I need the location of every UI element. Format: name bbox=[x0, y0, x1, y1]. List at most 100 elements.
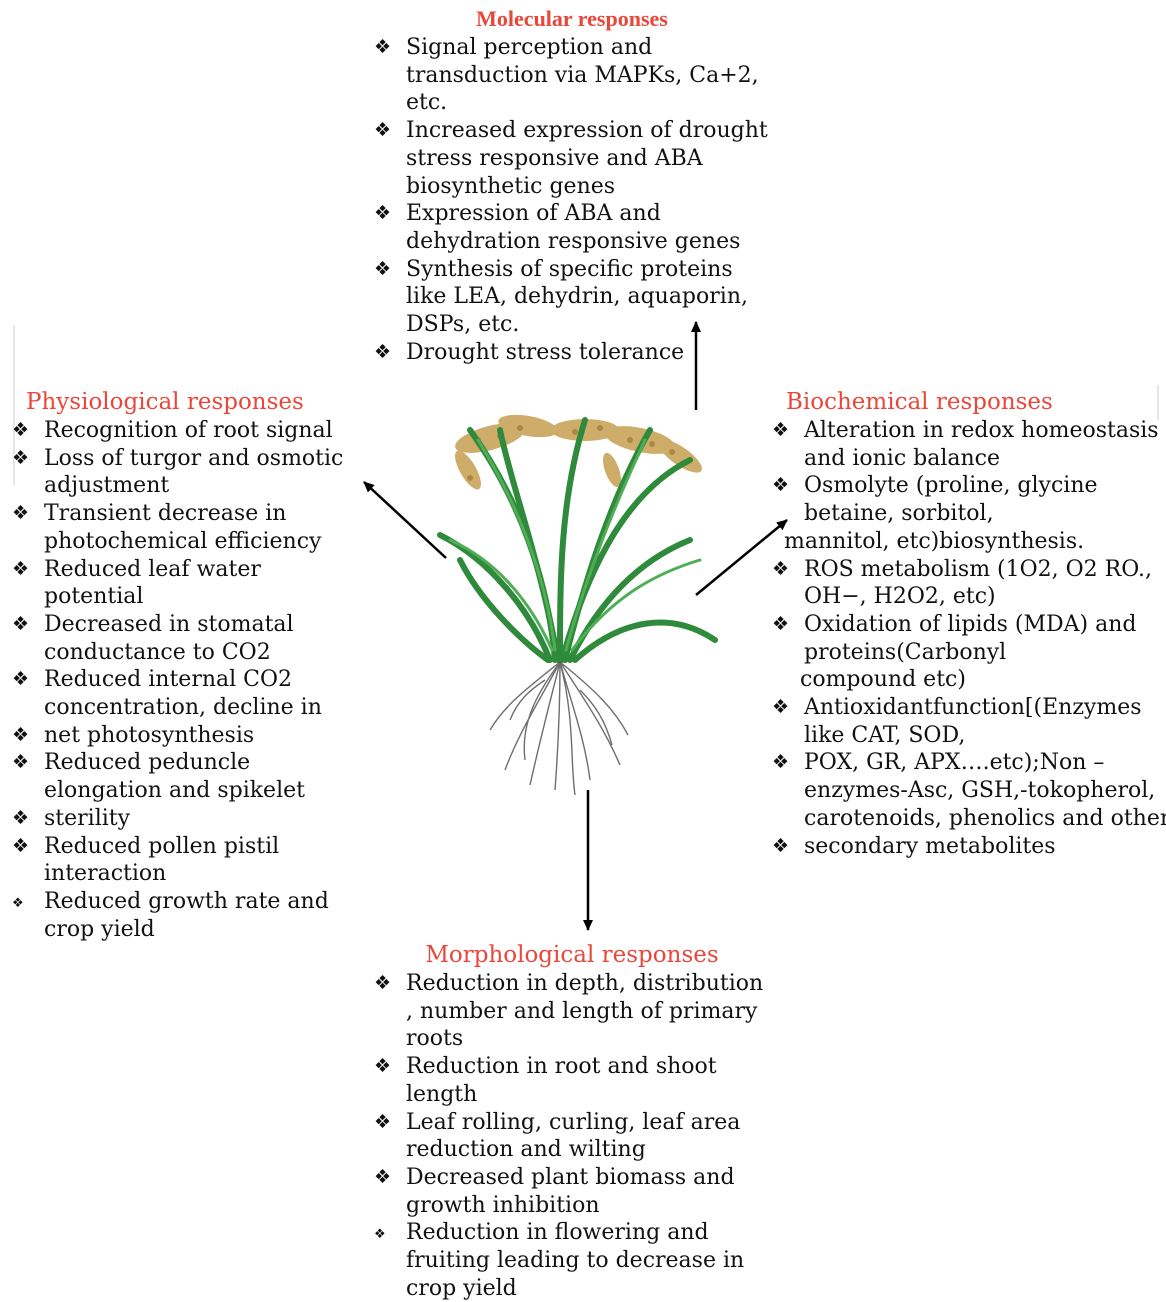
physiological-list: ❖Recognition of root signal ❖Loss of tur… bbox=[10, 417, 360, 943]
list-item: ❖Reduction in depth, distribution bbox=[374, 971, 764, 996]
list-item: ❖Synthesis of specific proteins bbox=[374, 256, 733, 282]
bullet-icon: ❖ bbox=[12, 834, 30, 857]
list-item: ❖Osmolyte (proline, glycine bbox=[772, 473, 1098, 499]
list-item: biosynthetic genes bbox=[406, 173, 616, 199]
bullet-icon: ❖ bbox=[12, 612, 30, 635]
list-item: ❖POX, GR, APX….etc);Non – bbox=[772, 750, 1105, 776]
list-item: stress responsive and ABA bbox=[406, 145, 703, 171]
list-item: mannitol, etc)biosynthesis. bbox=[784, 528, 1085, 554]
bullet-icon: ❖ bbox=[374, 119, 392, 142]
bullet-icon: ❖ bbox=[12, 446, 30, 469]
list-item: like LEA, dehydrin, aquaporin, bbox=[406, 284, 748, 310]
list-item: etc. bbox=[406, 90, 448, 116]
list-item: photochemical efficiency bbox=[44, 528, 322, 554]
bullet-icon: ❖ bbox=[374, 202, 392, 225]
bullet-icon: ❖ bbox=[374, 257, 392, 280]
list-item: ❖secondary metabolites bbox=[772, 833, 1056, 859]
list-item: and ionic balance bbox=[804, 445, 1001, 471]
list-item: ❖Reduction in root and shoot bbox=[374, 1054, 717, 1080]
morphological-responses-panel: Morphological responses ❖Reduction in de… bbox=[372, 942, 772, 1302]
list-item: dehydration responsive genes bbox=[406, 228, 741, 254]
list-item: ❖Reduced pollen pistil bbox=[12, 833, 280, 859]
list-item: proteins(Carbonyl bbox=[804, 639, 1007, 665]
list-item: ❖Transient decrease in bbox=[12, 501, 287, 527]
bullet-icon: ❖ bbox=[12, 668, 30, 691]
list-item: fruiting leading to decrease in bbox=[406, 1248, 745, 1274]
list-item: ❖Drought stress tolerance bbox=[374, 339, 685, 365]
list-item: elongation and spikelet bbox=[44, 778, 305, 804]
bullet-icon: ❖ bbox=[12, 557, 30, 580]
list-item: interaction bbox=[44, 861, 167, 887]
list-item: length bbox=[406, 1081, 478, 1107]
list-item: reduction and wilting bbox=[406, 1137, 646, 1163]
list-item: ❖Signal perception and bbox=[374, 35, 653, 60]
list-item: transduction via MAPKs, Ca+2, bbox=[406, 62, 759, 88]
bullet-icon: ❖ bbox=[772, 696, 790, 719]
list-item: ❖Loss of turgor and osmotic bbox=[12, 445, 344, 471]
list-item: carotenoids, phenolics and other bbox=[804, 805, 1166, 831]
biochemical-responses-panel: Biochemical responses ❖Alteration in red… bbox=[770, 389, 1166, 860]
bullet-icon: ❖ bbox=[772, 834, 790, 857]
rice-plant-icon bbox=[437, 414, 718, 796]
molecular-title: Molecular responses bbox=[476, 6, 668, 31]
bullet-icon: ❖ bbox=[374, 1165, 392, 1188]
list-item: ❖sterility bbox=[12, 805, 131, 831]
list-item: ❖Antioxidantfunction[(Enzymes bbox=[772, 695, 1142, 721]
list-item: betaine, sorbitol, bbox=[804, 501, 994, 527]
bullet-icon: ❖ bbox=[374, 1110, 392, 1133]
list-item: compound etc) bbox=[800, 667, 966, 693]
list-item: ❖Leaf rolling, curling, leaf area bbox=[374, 1109, 741, 1135]
list-item: ❖Alteration in redox homeostasis bbox=[772, 418, 1159, 443]
list-item: ❖Reduced internal CO2 bbox=[12, 667, 293, 693]
list-item: ❖net photosynthesis bbox=[12, 722, 255, 748]
morphological-title: Morphological responses bbox=[425, 942, 719, 968]
bullet-icon: ❖ bbox=[772, 751, 790, 774]
bullet-icon: ❖ bbox=[12, 723, 30, 746]
biochemical-title: Biochemical responses bbox=[786, 389, 1053, 415]
bullet-icon: ❖ bbox=[772, 419, 790, 441]
arrow-to-biochemical bbox=[695, 519, 788, 596]
bullet-icon: ❖ bbox=[772, 557, 790, 580]
bullet-icon: ❖ bbox=[772, 474, 790, 497]
bullet-icon: ❖ bbox=[374, 1227, 386, 1243]
list-item: potential bbox=[44, 584, 144, 610]
list-item: roots bbox=[406, 1026, 464, 1052]
list-item: crop yield bbox=[44, 916, 155, 942]
bullet-icon: ❖ bbox=[12, 895, 24, 911]
bullet-icon: ❖ bbox=[12, 751, 30, 774]
list-item: DSPs, etc. bbox=[406, 312, 520, 338]
list-item: ❖Reduced growth rate and bbox=[10, 888, 360, 916]
list-item: concentration, decline in bbox=[44, 695, 322, 721]
list-item: adjustment bbox=[44, 473, 170, 499]
list-item: ❖Oxidation of lipids (MDA) and bbox=[772, 611, 1137, 637]
arrow-to-physiological bbox=[363, 481, 447, 559]
list-item: ❖ROS metabolism (1O2, O2 RO., bbox=[772, 556, 1152, 582]
list-item: ❖Reduced leaf water bbox=[12, 556, 261, 582]
list-item: ❖Decreased plant biomass and bbox=[374, 1164, 735, 1190]
bullet-icon: ❖ bbox=[374, 340, 392, 363]
bullet-icon: ❖ bbox=[772, 612, 790, 635]
molecular-responses-panel: Molecular responses ❖Signal perception a… bbox=[372, 6, 772, 366]
list-item: like CAT, SOD, bbox=[804, 722, 966, 748]
bullet-icon: ❖ bbox=[374, 972, 392, 994]
list-item: ❖Expression of ABA and bbox=[374, 201, 661, 227]
list-item: ❖Reduced peduncle bbox=[12, 750, 251, 776]
bullet-icon: ❖ bbox=[374, 1055, 392, 1078]
physiological-title: Physiological responses bbox=[26, 389, 304, 415]
bullet-icon: ❖ bbox=[12, 502, 30, 525]
list-item: ❖Recognition of root signal bbox=[12, 418, 333, 443]
list-item: growth inhibition bbox=[406, 1192, 600, 1218]
list-item: crop yield bbox=[406, 1275, 517, 1301]
list-item: , number and length of primary bbox=[406, 998, 758, 1024]
physiological-responses-panel: Physiological responses ❖Recognition of … bbox=[10, 389, 360, 943]
bullet-icon: ❖ bbox=[374, 36, 392, 58]
morphological-list: ❖Reduction in depth, distribution , numb… bbox=[372, 970, 772, 1302]
molecular-list: ❖Signal perception and transduction via … bbox=[372, 34, 772, 366]
list-item: ❖Decreased in stomatal bbox=[12, 611, 294, 637]
list-item: ❖Increased expression of drought bbox=[374, 118, 768, 144]
list-item: enzymes-Asc, GSH,-tokopherol, bbox=[804, 778, 1156, 804]
list-item: OH−, H2O2, etc) bbox=[804, 584, 996, 610]
biochemical-list: ❖Alteration in redox homeostasis and ion… bbox=[770, 417, 1166, 860]
list-item: conductance to CO2 bbox=[44, 639, 271, 665]
